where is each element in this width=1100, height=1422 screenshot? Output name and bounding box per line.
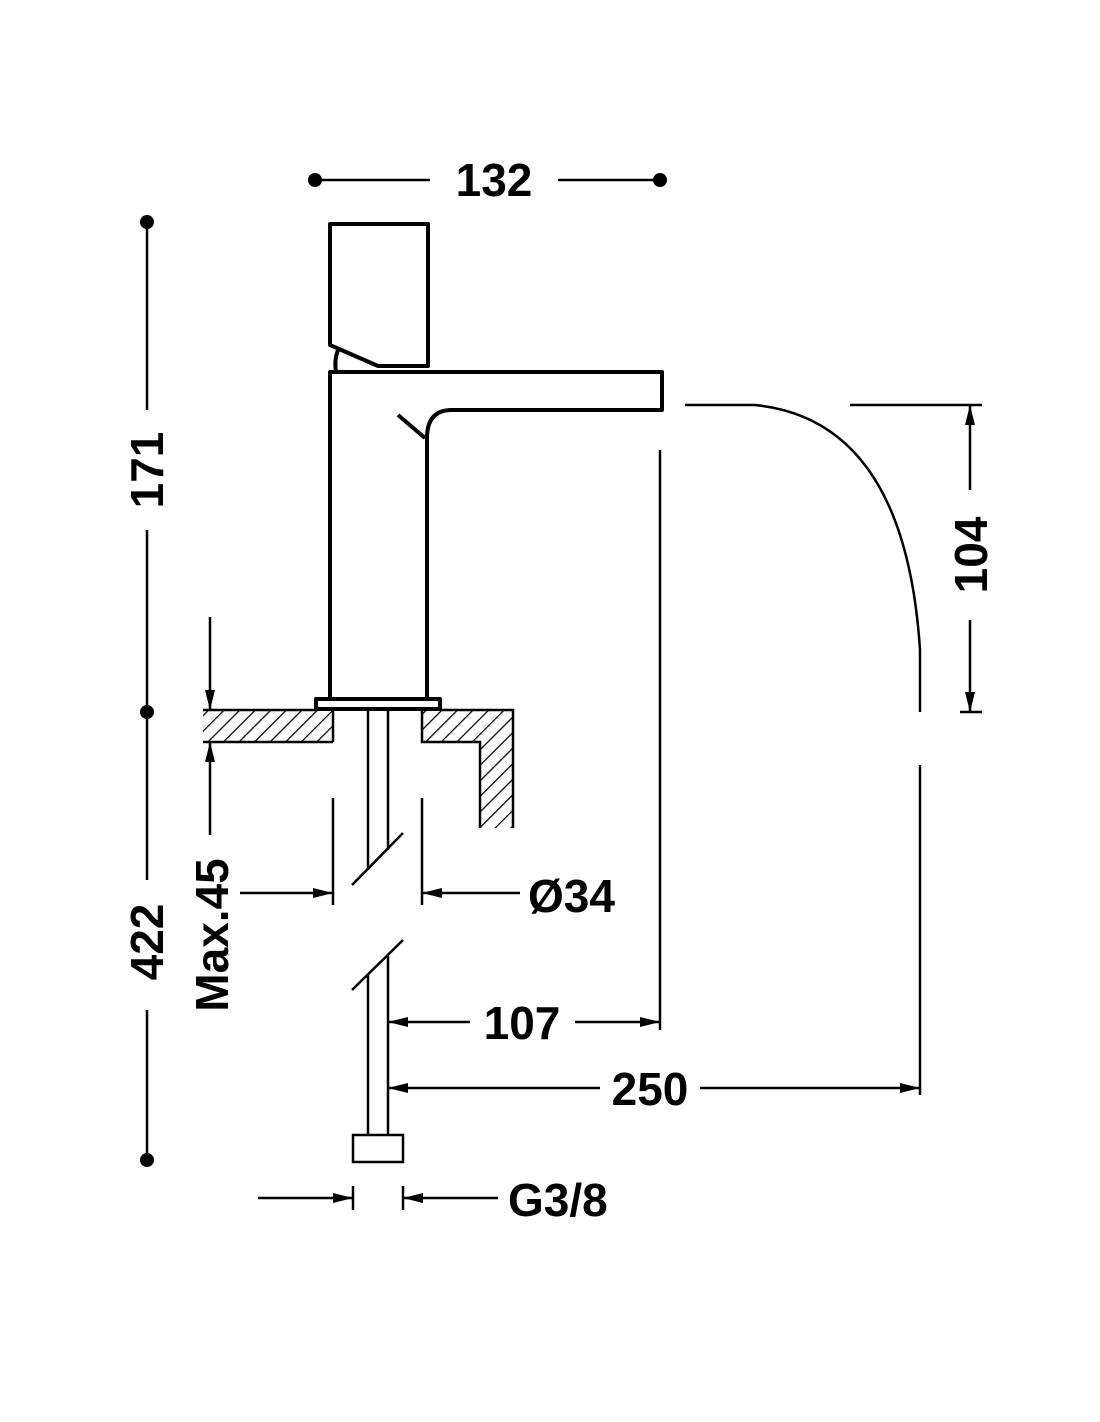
base-plate	[314, 697, 442, 711]
dimension-connection: G3/8	[258, 1174, 608, 1226]
water-stream	[685, 403, 922, 712]
dimension-reach: 107 250	[388, 450, 922, 1115]
dimension-label-132: 132	[456, 154, 533, 206]
supply-hose	[351, 710, 405, 1164]
dimension-label-422: 422	[121, 904, 173, 981]
dimension-label-104: 104	[945, 516, 997, 593]
dimension-stream-104: 104	[850, 403, 997, 714]
dimension-diameter-34: Ø34	[240, 798, 615, 922]
dimension-label-171: 171	[121, 432, 173, 509]
dimension-label-max45: Max.45	[186, 858, 238, 1011]
dimension-width-132: 132	[308, 154, 667, 206]
faucet-handle	[328, 222, 430, 368]
dimension-label-g38: G3/8	[508, 1174, 608, 1226]
dimension-label-107: 107	[484, 997, 561, 1049]
dimension-label-diameter: Ø34	[528, 870, 615, 922]
hose-connector	[351, 1133, 405, 1164]
faucet-body	[314, 222, 664, 711]
dimension-height-171-422: 171 422	[121, 215, 173, 1167]
dimension-label-250: 250	[612, 1063, 689, 1115]
countertop-section	[203, 708, 515, 828]
faucet-spout	[328, 370, 664, 698]
dimension-countertop-max: Max.45	[186, 617, 238, 1012]
